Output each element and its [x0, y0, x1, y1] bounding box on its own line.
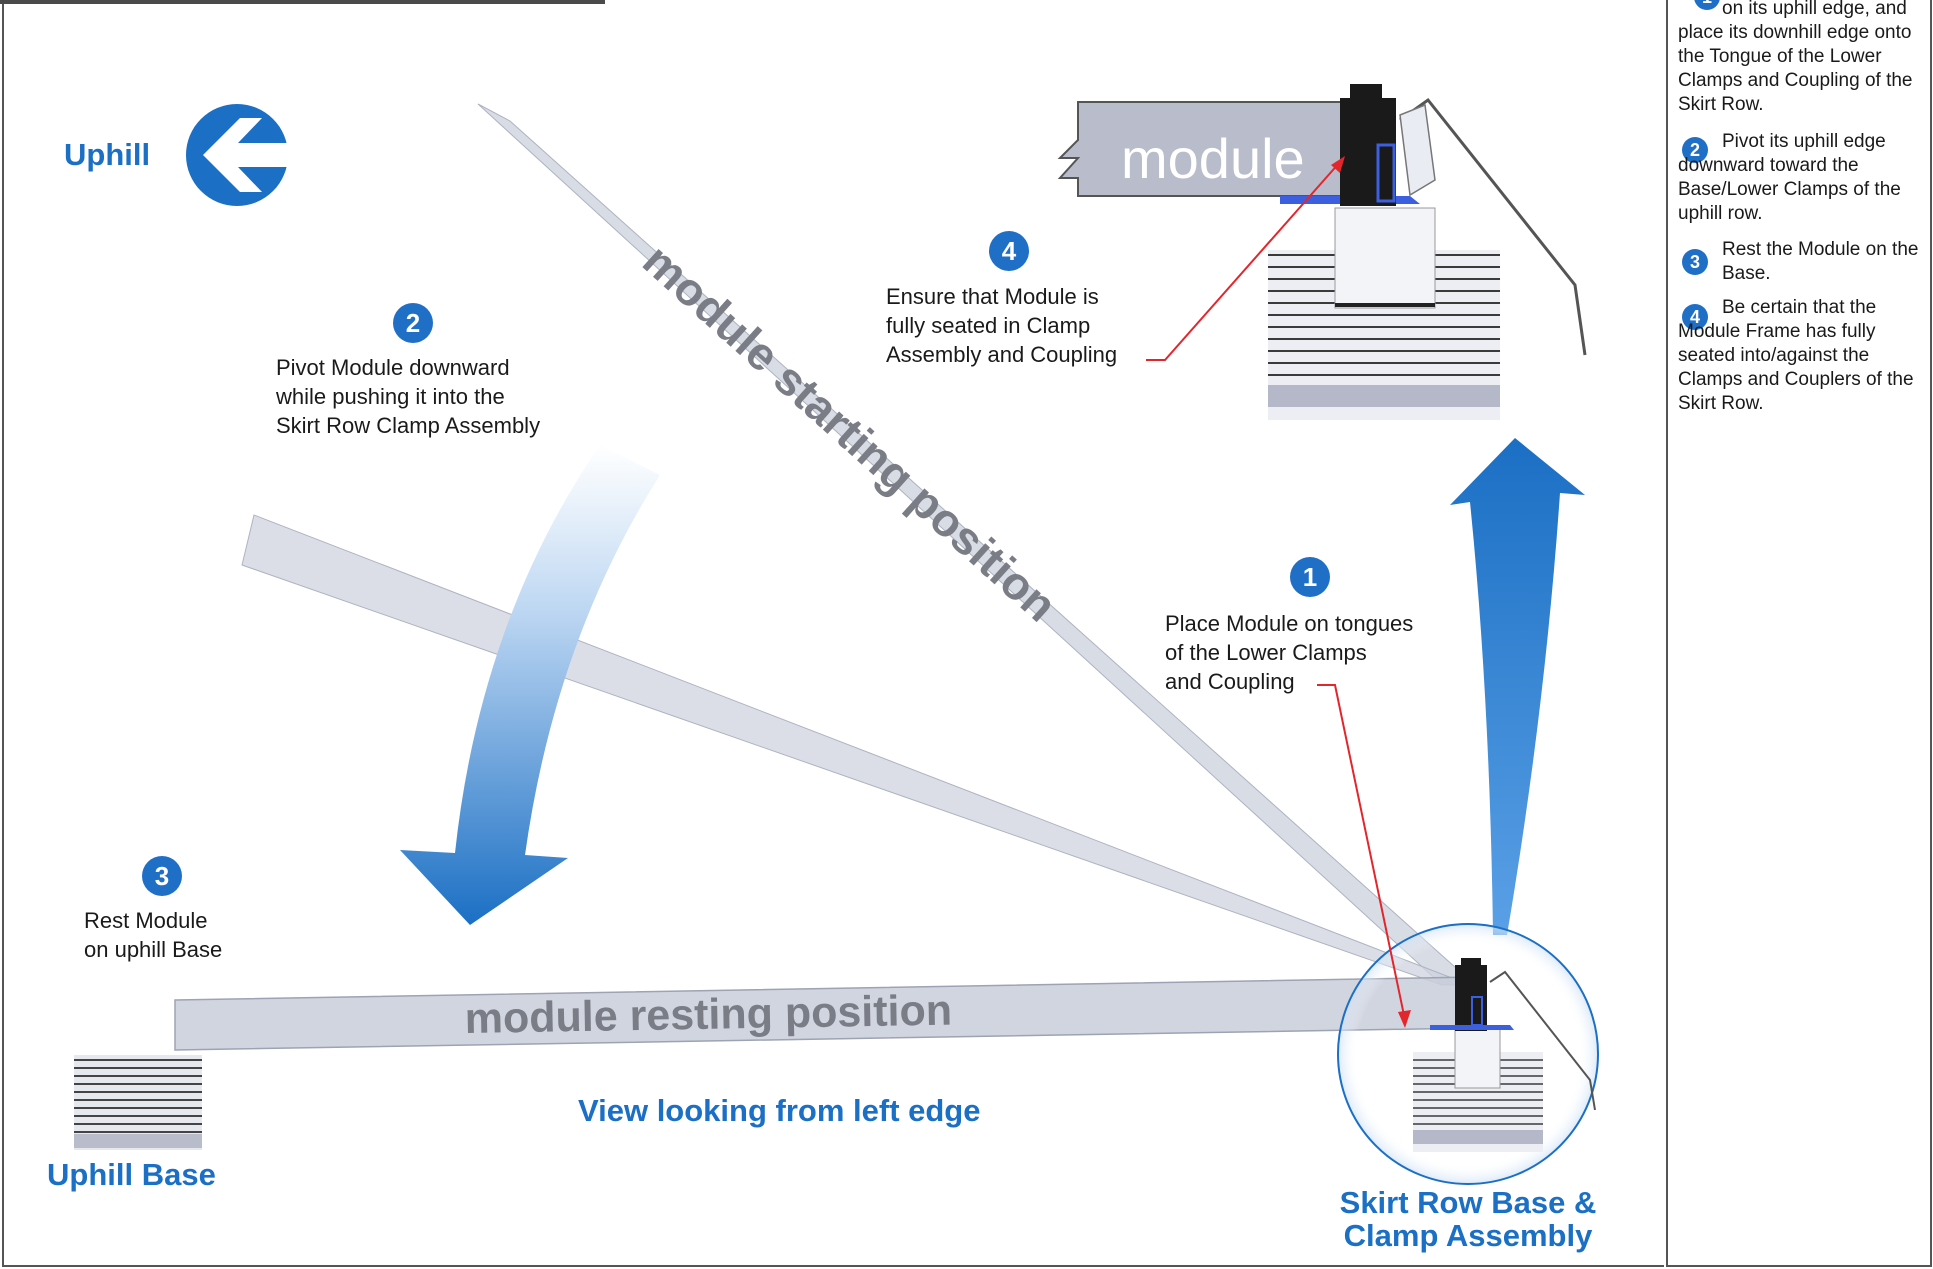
callout-2-line-1: Pivot Module downward	[276, 355, 510, 380]
callout-3-line-2: on uphill Base	[84, 937, 223, 962]
sidebar-step-1-number: 1	[1694, 0, 1720, 10]
callout-1-leader-line	[1317, 684, 1406, 1021]
sidebar-step-4: Be certain that the Module Frame has ful…	[1678, 296, 1923, 416]
header-bar	[0, 0, 605, 4]
sidebar-step-4-number: 4	[1682, 304, 1708, 330]
callout-1-line-3: and Coupling	[1165, 669, 1295, 694]
skirt-row-label-line2: Clamp Assembly	[1343, 1218, 1593, 1253]
callout-4-number: 4	[989, 231, 1029, 271]
pivot-down-arrow-icon	[400, 445, 660, 925]
callout-2-line-3: Skirt Row Clamp Assembly	[276, 413, 541, 438]
callout-3-number: 3	[142, 856, 182, 896]
callout-2-text: Pivot Module downward while pushing it i…	[276, 353, 540, 440]
module-detail-label: module	[1121, 127, 1305, 190]
callout-4-line-3: Assembly and Coupling	[886, 342, 1118, 367]
sidebar-step-2-number: 2	[1682, 137, 1708, 163]
callout-1-number: 1	[1290, 557, 1330, 597]
callout-3-text: Rest Module on uphill Base	[84, 906, 222, 964]
callout-4-text: Ensure that Module is fully seated in Cl…	[886, 282, 1117, 369]
callout-4-line-2: fully seated in Clamp	[886, 313, 1091, 338]
callout-3-line-1: Rest Module	[84, 908, 208, 933]
sidebar-step-3-text: Rest the Module on the Base.	[1722, 239, 1919, 284]
module-intermediate-position-bar	[241, 514, 1471, 986]
callout-1-line-1: Place Module on tongues	[1165, 611, 1414, 636]
diagram-frame	[2, 0, 1664, 1267]
sidebar-step-2: Pivot its uphill edge downward toward th…	[1678, 130, 1923, 226]
skirt-row-label: Skirt Row Base & Clamp Assembly	[1318, 1186, 1618, 1252]
view-caption: View looking from left edge	[578, 1093, 981, 1128]
uphill-base-stack	[74, 1055, 202, 1150]
skirt-row-label-line1: Skirt Row Base &	[1339, 1185, 1597, 1220]
callout-2-line-2: while pushing it into the	[276, 384, 505, 409]
callout-1-arrowhead	[1398, 1010, 1411, 1028]
callout-4-line-1: Ensure that Module is	[886, 284, 1099, 309]
clamp-detail-view	[1057, 84, 1587, 420]
sidebar-step-3: Rest the Module on the Base.	[1678, 238, 1923, 286]
sidebar-step-3-number: 3	[1682, 249, 1708, 275]
callout-4-arrowhead	[1331, 156, 1345, 173]
callout-1-line-2: of the Lower Clamps	[1165, 640, 1367, 665]
uphill-arrow-icon	[186, 104, 290, 206]
callout-1-text: Place Module on tongues of the Lower Cla…	[1165, 609, 1413, 696]
callout-4-leader-line	[1146, 161, 1341, 361]
uphill-label: Uphill	[64, 137, 151, 172]
sidebar-step-4-text: Be certain that the Module Frame has ful…	[1678, 297, 1914, 414]
sidebar-step-1-text: on its uphill edge, and place its downhi…	[1678, 0, 1913, 115]
lift-up-arrow-icon	[1450, 438, 1585, 935]
uphill-base-label: Uphill Base	[47, 1157, 216, 1192]
sidebar-step-1: on its uphill edge, and place its downhi…	[1678, 0, 1923, 117]
skirt-row-detail-circle	[1337, 923, 1599, 1185]
module-resting-position-label: module resting position	[464, 987, 952, 1043]
instructions-sidebar: 1 on its uphill edge, and place its down…	[1666, 0, 1932, 1267]
sidebar-step-2-text: Pivot its uphill edge downward toward th…	[1678, 131, 1901, 224]
diagram-canvas: module starting position module resting …	[74, 84, 1599, 1185]
callout-2-number: 2	[393, 303, 433, 343]
